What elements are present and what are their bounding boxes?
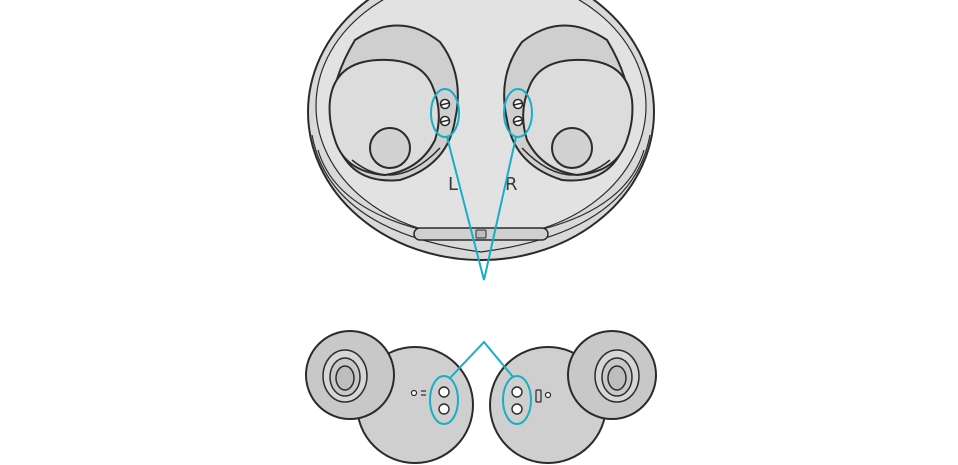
case-earbud-right-tip [551, 127, 593, 169]
case-earbud-right-shell [522, 58, 634, 177]
case-left-mark: L [448, 174, 458, 195]
case-contacts-left [439, 98, 451, 127]
callout-case-left-ring [430, 88, 460, 138]
case-right-mark: R [505, 174, 518, 195]
callout-case-leader [446, 136, 517, 281]
case-earbud-left [328, 24, 459, 182]
case-earbud-left-shell [328, 58, 440, 177]
case-contacts-right [512, 98, 524, 127]
case-bevel-line-2 [311, 134, 651, 253]
callout-earbud-leader [449, 340, 514, 379]
callout-case-right-ring [503, 88, 533, 138]
case-earbud-left-recess [351, 147, 441, 176]
earbud-left [305, 330, 474, 464]
callout-earbud-left-ring [429, 375, 459, 425]
case-earbud-left-tip [369, 127, 411, 169]
earbud-right [489, 330, 657, 464]
earbud-left-contact-top-icon [438, 386, 450, 398]
case-earbud-right [503, 24, 634, 182]
earbud-right-contact-bottom-icon [511, 403, 523, 415]
earbud-left-contact-bottom-icon [438, 403, 450, 415]
case-led [475, 229, 487, 239]
earbud-right-contact-top-icon [511, 386, 523, 398]
callout-earbud-right-ring [502, 375, 532, 425]
earbud-left-sensor-dot [410, 389, 418, 397]
earbud-right-sensor-dot [544, 391, 552, 399]
callouts [429, 88, 533, 425]
case-earbud-right-recess [521, 147, 611, 176]
